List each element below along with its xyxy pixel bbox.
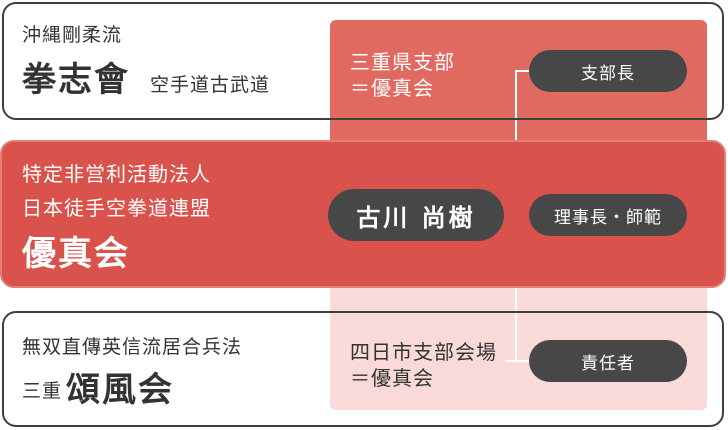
bottom-name: 頌風会	[66, 370, 174, 410]
top-name-suffix: 空手道古武道	[150, 74, 271, 96]
top-role-pill: 支部長	[529, 50, 687, 92]
bottom-org-card	[2, 311, 724, 427]
middle-name: 優真会	[22, 234, 130, 274]
middle-line1: 特定非営利活動法人	[22, 162, 211, 186]
top-name: 拳志會	[22, 60, 130, 100]
connector-vertical-top	[515, 70, 517, 142]
top-branch-line1: 三重県支部	[350, 50, 455, 74]
middle-role-pill: 理事長・師範	[529, 194, 687, 236]
person-name-pill: 古川 尚樹	[328, 189, 504, 241]
bottom-branch-line2: ＝優真会	[350, 366, 434, 390]
top-line1: 沖縄剛柔流	[22, 24, 123, 46]
middle-line2: 日本徒手空拳道連盟	[22, 196, 211, 220]
connector-vertical-bottom	[515, 288, 517, 360]
connector-h-top	[515, 70, 531, 72]
bottom-branch-line1: 四日市支部会場	[350, 340, 497, 364]
bottom-prefix: 三重	[22, 380, 63, 402]
connector-h-bottom	[505, 360, 531, 362]
bottom-line1: 無双直傳英信流居合兵法	[22, 336, 243, 358]
top-org-card	[2, 2, 724, 120]
top-branch-line2: ＝優真会	[350, 76, 434, 100]
bottom-role-pill: 責任者	[529, 340, 687, 382]
